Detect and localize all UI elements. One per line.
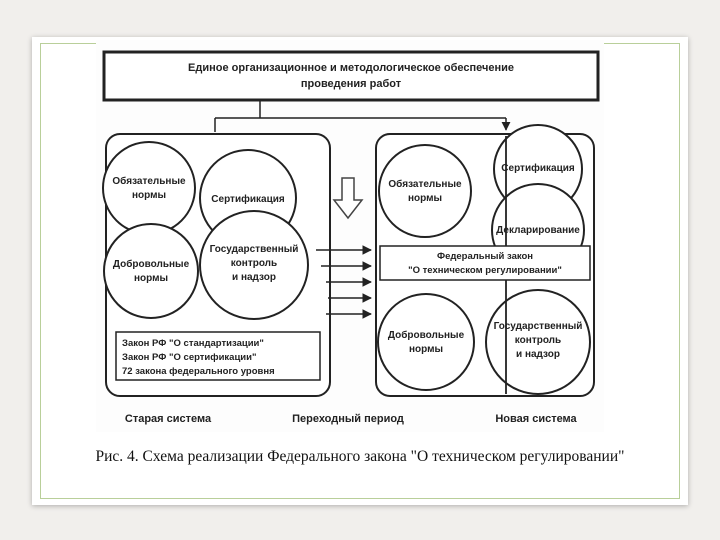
old-certification-label: Сертификация bbox=[211, 193, 285, 205]
new-mandatory-circle bbox=[378, 144, 472, 238]
top-box-line-2: проведения работ bbox=[301, 78, 402, 90]
federal-law-box bbox=[379, 245, 591, 281]
federal-law-line-2: "О техническом регулировании" bbox=[408, 265, 562, 276]
figure-caption: Рис. 4. Схема реализации Федерального за… bbox=[95, 448, 625, 465]
old-mandatory-label-1: Обязательные bbox=[112, 175, 186, 187]
old-voluntary-label-1: Добровольные bbox=[113, 258, 190, 270]
hollow-down-arrow bbox=[332, 177, 364, 220]
slide-card: Единое организационное и методологическо… bbox=[32, 37, 688, 505]
scheme-diagram: Единое организационное и методологическо… bbox=[102, 50, 600, 425]
old-law-2: Закон РФ "О сертификации" bbox=[122, 352, 257, 363]
label-transition: Переходный период bbox=[292, 413, 404, 425]
old-state-control-label-1: Государственный bbox=[210, 244, 299, 255]
new-declaration-label: Декларирование bbox=[496, 225, 580, 236]
new-voluntary-label-2: нормы bbox=[409, 344, 443, 355]
new-certification-label: Сертификация bbox=[501, 162, 575, 174]
old-voluntary-label-2: нормы bbox=[134, 273, 168, 284]
top-connectors bbox=[214, 100, 511, 132]
new-state-control-label-1: Государственный bbox=[494, 321, 583, 332]
new-voluntary-circle bbox=[377, 293, 475, 391]
old-state-control-label-3: и надзор bbox=[232, 272, 276, 283]
scheme-figure: Единое организационное и методологическо… bbox=[96, 40, 604, 432]
new-state-control-label-2: контроль bbox=[515, 335, 561, 346]
new-mandatory-label-1: Обязательные bbox=[388, 178, 462, 190]
old-state-control-label-2: контроль bbox=[231, 258, 277, 269]
new-state-control-label-3: и надзор bbox=[516, 349, 560, 360]
federal-law-line-1: Федеральный закон bbox=[437, 251, 533, 262]
label-new-system: Новая система bbox=[495, 413, 577, 425]
old-state-control-circle bbox=[199, 210, 309, 320]
transition-arrows bbox=[316, 245, 372, 319]
old-mandatory-circle bbox=[102, 141, 196, 235]
top-box-line-1: Единое организационное и методологическо… bbox=[188, 62, 514, 74]
old-voluntary-circle bbox=[103, 223, 199, 319]
top-box bbox=[102, 50, 600, 102]
old-laws-box bbox=[115, 331, 321, 381]
label-old-system: Старая система bbox=[125, 413, 212, 425]
old-law-3: 72 закона федерального уровня bbox=[122, 366, 275, 377]
new-voluntary-label-1: Добровольные bbox=[388, 329, 465, 341]
new-mandatory-label-2: нормы bbox=[408, 193, 442, 204]
old-law-1: Закон РФ "О стандартизации" bbox=[122, 338, 264, 349]
new-state-control-circle bbox=[485, 289, 591, 395]
old-mandatory-label-2: нормы bbox=[132, 190, 166, 201]
